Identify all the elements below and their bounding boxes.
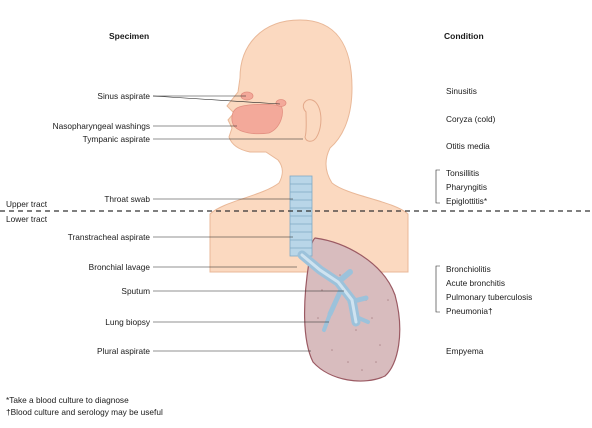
upper-tract-label: Upper tract [6, 199, 48, 209]
ear [302, 99, 322, 142]
specimen-nasopharyngeal-washings: Nasopharyngeal washings [52, 121, 150, 131]
nasal-cavity [231, 103, 283, 135]
condition-tonsillitis: Tonsillitis [446, 168, 480, 178]
specimen-transtracheal-aspirate: Transtracheal aspirate [67, 232, 150, 242]
condition-coryza: Coryza (cold) [446, 114, 496, 124]
trachea [289, 175, 313, 257]
condition-epiglottitis: Epiglottitis* [446, 196, 488, 206]
head-silhouette [209, 19, 409, 273]
specimen-bronchial-lavage: Bronchial lavage [88, 262, 150, 272]
specimen-sputum: Sputum [121, 286, 150, 296]
condition-sinusitis: Sinusitis [446, 86, 477, 96]
condition-pharyngitis: Pharyngitis [446, 182, 488, 192]
specimen-tympanic-aspirate: Tympanic aspirate [82, 134, 150, 144]
condition-header: Condition [444, 31, 484, 41]
specimen-plural-aspirate: Plural aspirate [96, 346, 150, 356]
maxillary-sinus [275, 99, 287, 107]
leader-lines [152, 95, 440, 352]
footnote-serology: †Blood culture and serology may be usefu… [6, 407, 163, 417]
specimen-throat-swab: Throat swab [104, 194, 150, 204]
condition-empyema: Empyema [446, 346, 484, 356]
condition-acute-bronchitis: Acute bronchitis [446, 278, 506, 288]
lower-tract-label: Lower tract [6, 214, 48, 224]
condition-otitis-media: Otitis media [446, 141, 490, 151]
specimen-header: Specimen [109, 31, 150, 41]
condition-pulmonary-tuberculosis: Pulmonary tuberculosis [446, 292, 533, 302]
specimen-lung-biopsy: Lung biopsy [105, 317, 150, 327]
condition-bronchiolitis: Bronchiolitis [446, 264, 491, 274]
lung-texture [317, 274, 389, 371]
condition-pneumonia: Pneumonia† [446, 306, 493, 316]
bronchial-tree [297, 250, 370, 332]
footnote-blood-culture: *Take a blood culture to diagnose [6, 395, 129, 405]
specimen-sinus-aspirate: Sinus aspirate [97, 91, 150, 101]
